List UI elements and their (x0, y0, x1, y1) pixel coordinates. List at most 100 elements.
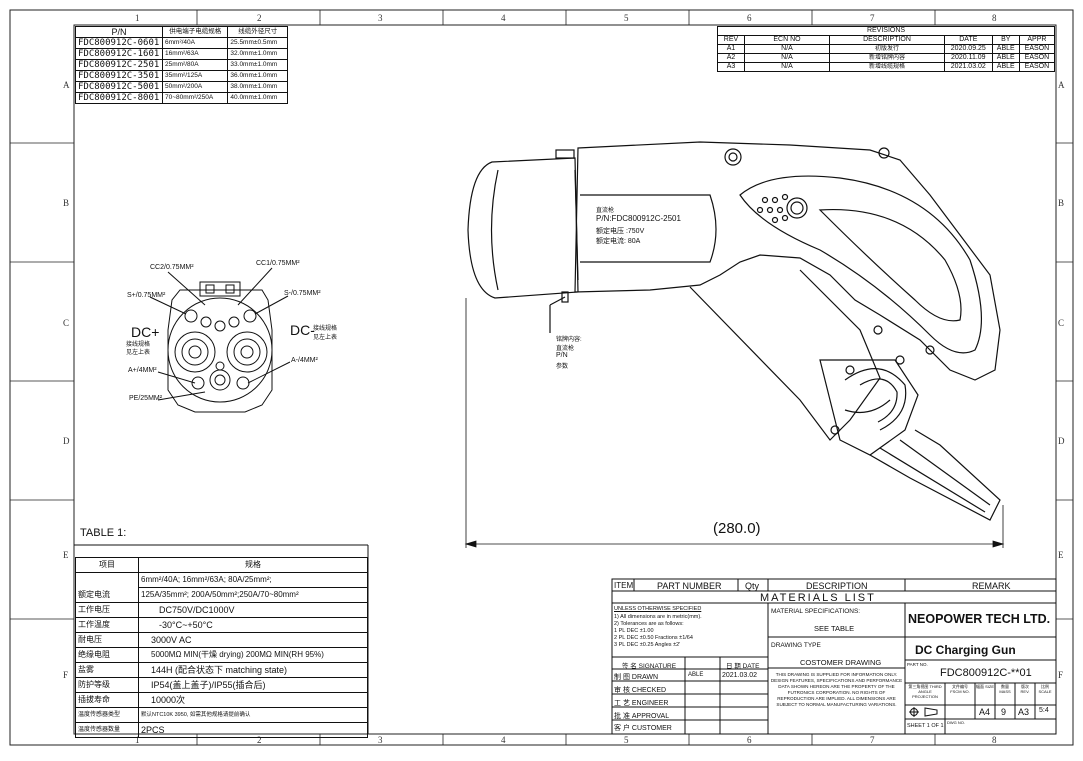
size-label: 幅面 SIZE (976, 684, 995, 689)
rev-col: REV (717, 35, 745, 45)
drawn-date: 2021.03.02 (722, 672, 758, 679)
ecn-cell: N/A (744, 44, 830, 54)
spec-value: 3000V AC (138, 632, 368, 648)
company-name: NEOPOWER TECH LTD. (908, 612, 1051, 626)
appr-cell: EASON (1018, 53, 1056, 63)
grid-row-a-right: A (1058, 80, 1065, 90)
spec-cell: 25mm²/80A (161, 59, 229, 71)
pn-cell: FDC800912C-5001 (75, 81, 163, 93)
spec-key: 温度传感器类型 (75, 707, 139, 723)
spec-header-row: 项目 规格 (75, 557, 368, 573)
pn-header: P/N (75, 26, 163, 38)
drawing-notice: THIS DRAWING IS SUPPLIED FOR INFORMATION… (770, 672, 903, 707)
ecn-col: ECN NO (744, 35, 830, 45)
drawn-label: 制 图 DRAWN (614, 674, 659, 681)
sheet-label: SHEET 1 OF 1 (907, 723, 944, 729)
nameplate-note-2: 直流枪 (556, 346, 575, 352)
by-cell: ABLE (991, 44, 1020, 54)
pin-label-cc2: CC2/0.75MM² (150, 264, 194, 271)
grid-row-b-right: B (1058, 198, 1065, 208)
engineer-label: 工 艺 ENGINEER (614, 700, 669, 707)
spec-current-line1: 6mm²/40A; 16mm²/63A; 80A/25mm²; (138, 572, 368, 588)
gun-label-current: 额定电流: 80A (596, 238, 641, 245)
projection-label: 第三角视图 THIRD ANGLE PROJECTION (908, 684, 942, 699)
spec-value: IP54(盖上盖子)/IP55(插合后) (138, 677, 368, 693)
spec-cell: 6mm²/40A (161, 37, 229, 49)
grid-col-6-bottom: 6 (747, 735, 752, 745)
date-cell: 2020.09.25 (944, 44, 993, 54)
grid-col-5: 5 (624, 13, 629, 23)
mass-label: 数量 MASS (999, 684, 1011, 694)
spec-key: 绝缘电阻 (75, 647, 139, 663)
grid-row-f-right: F (1058, 670, 1064, 680)
nameplate-note-1: 铭牌内容: (556, 337, 582, 343)
spec-value-header: 规格 (138, 557, 368, 573)
table-row: 温度传感器类型默认NTC10K 3950, 如需其他规格请提前确认 (75, 707, 368, 723)
spec-value: 125A/35mm²; 200A/50mm²;250A/70~80mm² (138, 587, 368, 603)
by-cell: ABLE (991, 53, 1020, 63)
pin-label-pe: PE/25MM² (129, 395, 163, 402)
grid-row-c-right: C (1058, 318, 1065, 328)
grid-row-b: B (63, 198, 70, 208)
tolerance-heading: UNLESS OTHERWISE SPECIFIED (614, 606, 702, 612)
desc-col: DESCRIPTION (829, 35, 945, 45)
signature-label: 签 名 SIGNATURE (622, 663, 677, 670)
desc-cell: 新增铭牌内容 (829, 53, 945, 63)
table-row: 额定电流 6mm²/40A; 16mm²/63A; 80A/25mm²; (75, 572, 368, 603)
part-no-label: PART NO. (907, 662, 928, 667)
date-cell: 2021.03.02 (944, 62, 993, 72)
spec-key: 防护等级 (75, 677, 139, 693)
drawing-type-value: COSTOMER DRAWING (800, 658, 882, 667)
nameplate-note-3: P/N (556, 352, 568, 359)
grid-col-3: 3 (378, 13, 383, 23)
rev-cell: A2 (717, 53, 745, 63)
cable-od-header: 线缆外径尺寸 (227, 26, 288, 38)
wire-note-right-2: 见左上表 (313, 335, 338, 341)
grid-col-4-bottom: 4 (501, 735, 506, 745)
materials-part-number-header: PART NUMBER (657, 581, 722, 591)
grid-col-2-bottom: 2 (257, 735, 262, 745)
dimension-line (464, 298, 1005, 548)
revisions-title: REVISIONS (717, 26, 1055, 36)
spec-key: 工作温度 (75, 617, 139, 633)
grid-row-d-right: D (1058, 436, 1065, 446)
spec-value: DC750V/DC1000V (138, 602, 368, 618)
by-col: BY (991, 35, 1020, 45)
spec-cell: 50mm²/200A (161, 81, 229, 93)
grid-col-3-bottom: 3 (378, 735, 383, 745)
spec-value: -30°C~+50°C (138, 617, 368, 633)
grid-col-4: 4 (501, 13, 506, 23)
scale-label: 比例 SCALE (1038, 684, 1052, 694)
wire-note-left-2: 见左上表 (126, 350, 151, 356)
pn-cell: FDC800912C-1601 (75, 48, 163, 60)
spec-key: 温度传感器数量 (75, 722, 139, 738)
pn-table-header: P/N 供电端子电缆规格 线缆外径尺寸 (75, 26, 288, 38)
rev-cell: A3 (717, 62, 745, 72)
tolerance-line1: 1) All dimensions are in metric(mm). (614, 614, 702, 620)
nameplate-note-4: 参数 (556, 364, 569, 370)
pin-label-a-plus: A+/4MM² (128, 367, 157, 374)
grid-col-5-bottom: 5 (624, 735, 629, 745)
materials-description-header: DESCRIPTION (806, 581, 868, 591)
product-name: DC Charging Gun (915, 643, 1016, 657)
drawing-type-label: DRAWING TYPE (771, 642, 821, 649)
ecn-cell: N/A (744, 62, 830, 72)
spec-item-header: 项目 (75, 557, 139, 573)
grid-row-d: D (63, 436, 70, 446)
pn-cell: FDC800912C-8001 (75, 92, 163, 104)
spec-cell: 16mm²/63A (161, 48, 229, 60)
grid-col-1-bottom: 1 (135, 735, 140, 745)
revisions-header: REV ECN NO DESCRIPTION DATE BY APPR (717, 35, 1056, 45)
ecn-cell: N/A (744, 53, 830, 63)
grid-col-7-bottom: 7 (870, 735, 875, 745)
spec-cell: 35mm²/125A (161, 70, 229, 82)
